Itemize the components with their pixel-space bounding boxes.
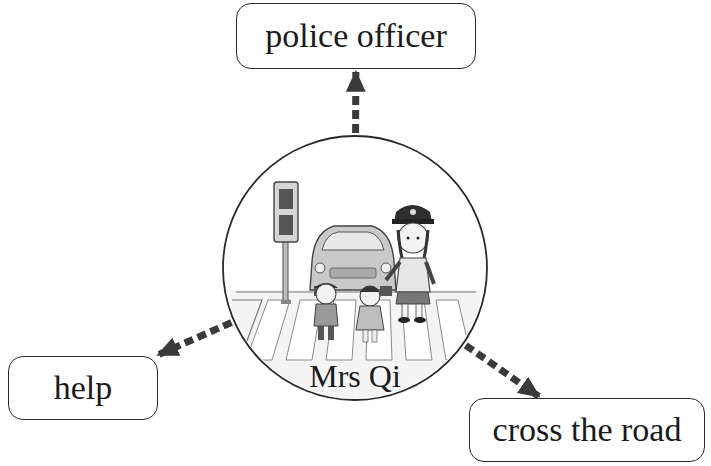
dashed-arrow xyxy=(158,322,231,354)
child-figure xyxy=(356,286,384,342)
zebra-crossing xyxy=(246,300,472,360)
node-label: help xyxy=(54,371,113,405)
idea-box: cross the road xyxy=(469,398,705,462)
child-figure xyxy=(314,283,338,340)
dashed-arrow xyxy=(352,72,359,133)
traffic-light xyxy=(274,182,298,304)
dashed-arrow xyxy=(466,345,539,396)
idea-box: police officer xyxy=(236,3,476,69)
node-label: Mrs Qi xyxy=(222,360,488,392)
police-officer-figure xyxy=(386,205,434,323)
topic-circle: Mrs Qi xyxy=(222,135,488,401)
node-label: police officer xyxy=(265,19,447,53)
idea-box: help xyxy=(8,356,158,420)
node-label: cross the road xyxy=(493,413,682,447)
